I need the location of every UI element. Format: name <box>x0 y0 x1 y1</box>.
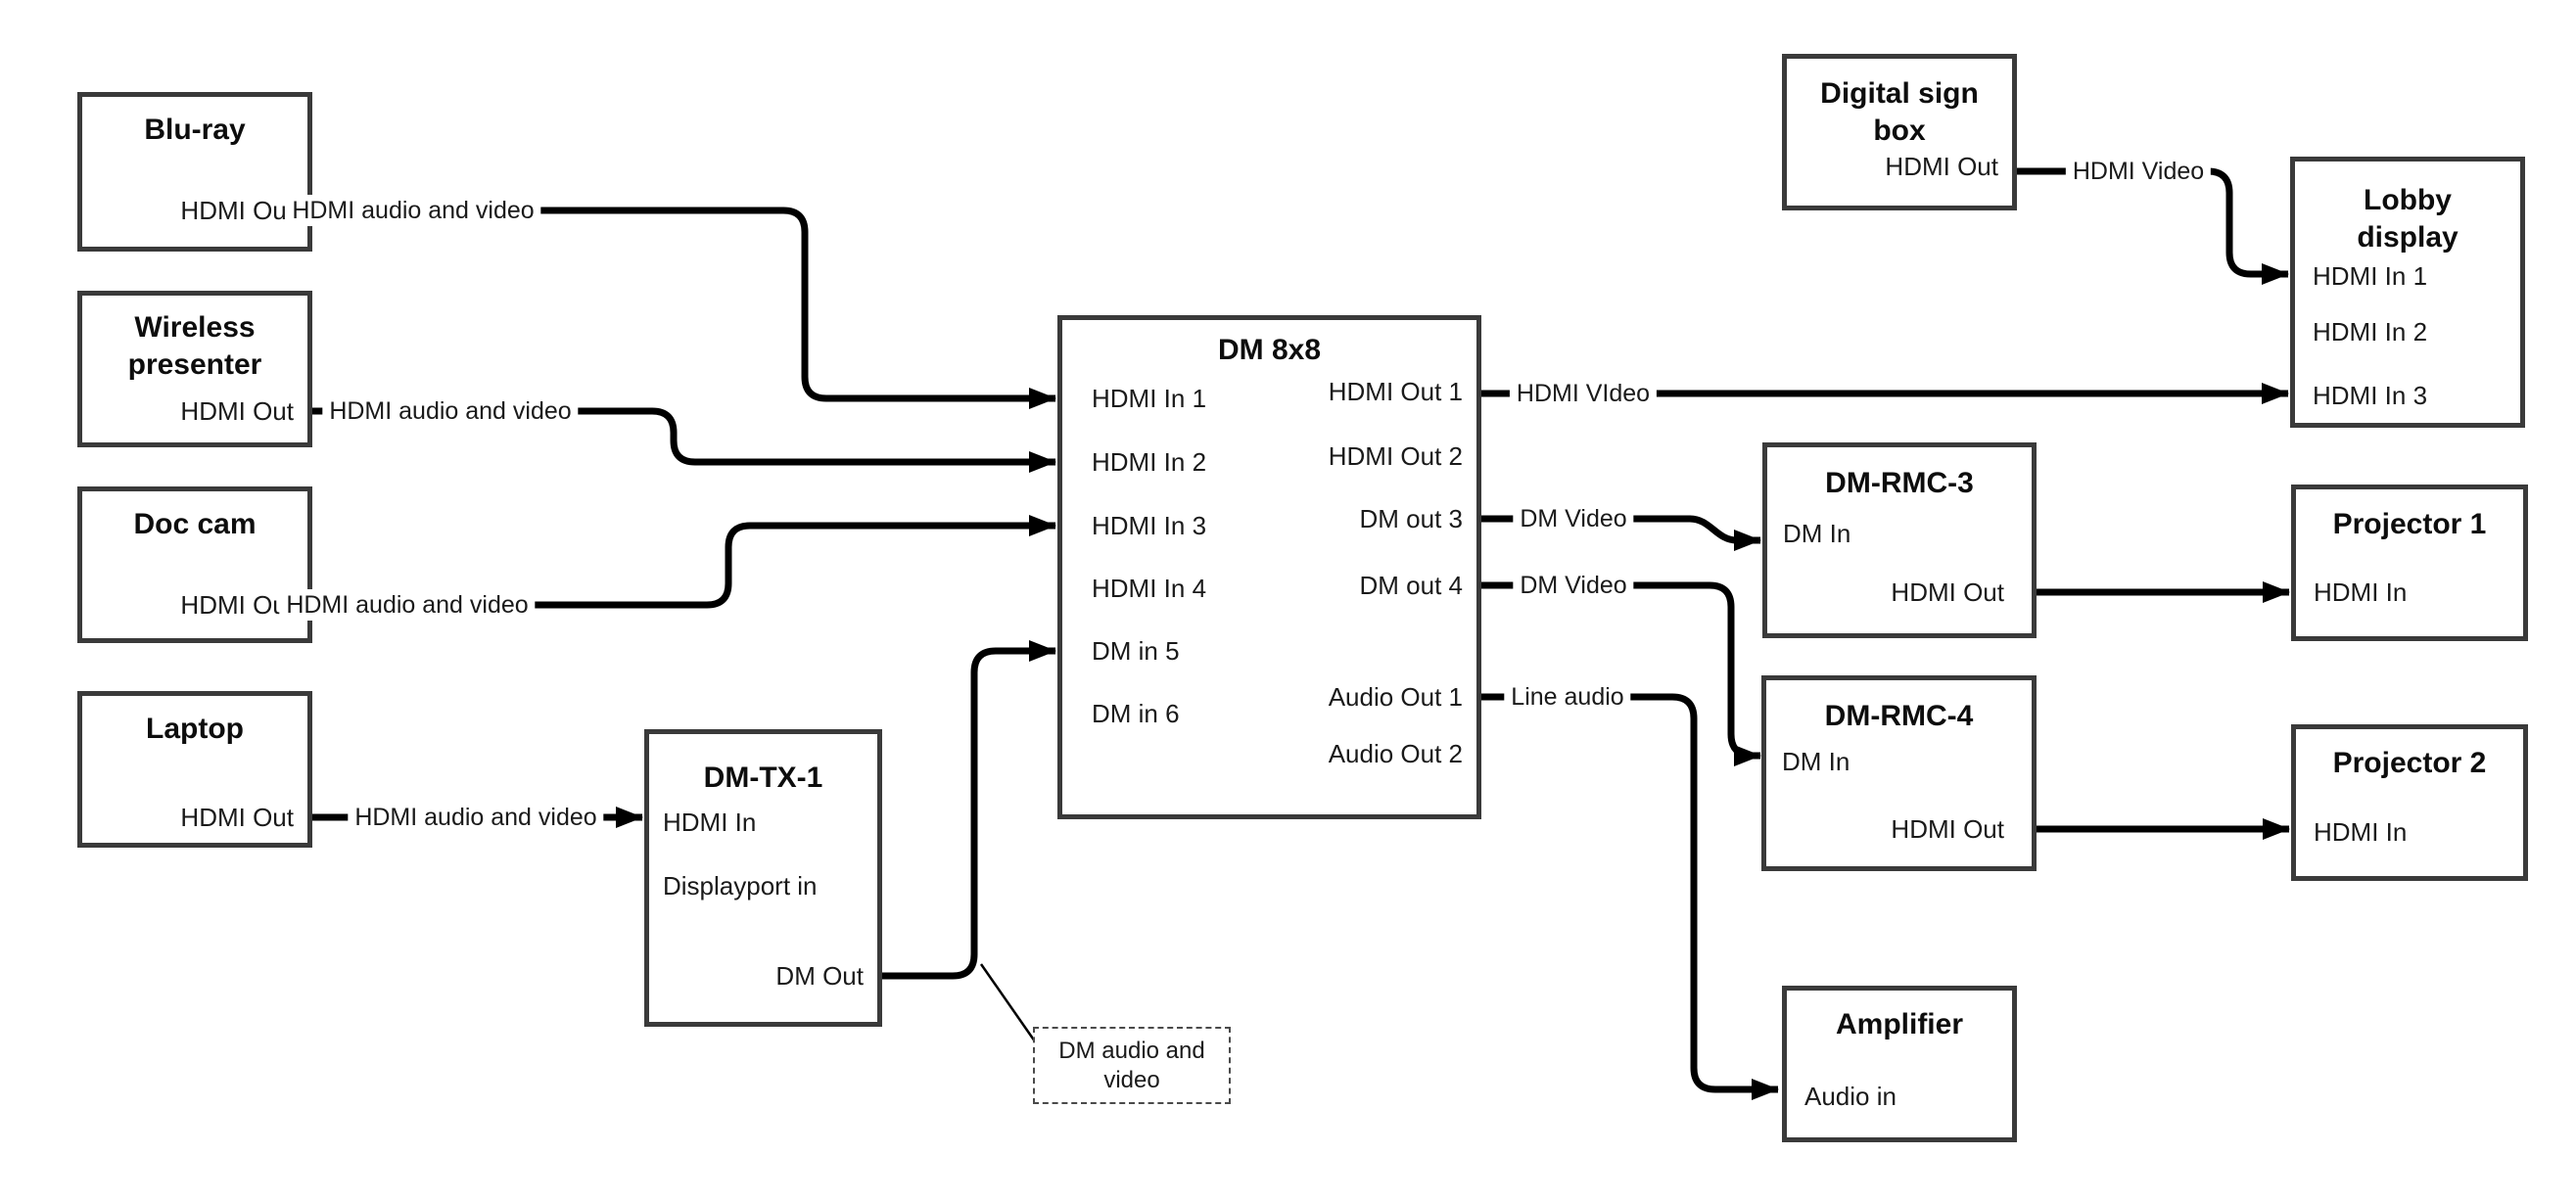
port-hdmi-in-1: HDMI In 1 <box>1092 384 1207 413</box>
port-dm-out-4: DM out 4 <box>1359 571 1464 600</box>
node-title: DM-RMC-3 <box>1825 467 1974 499</box>
note-dm-audio-and-video: DM audio and video <box>1033 1027 1231 1104</box>
port-dm-out-3: DM out 3 <box>1359 504 1464 533</box>
wire-bluray-to-hdmi-in-1 <box>312 207 1056 409</box>
port-dm-out: DM Out <box>775 961 864 991</box>
port-hdmi-out: HDMI Out <box>180 803 294 832</box>
wire-doccam-to-hdmi-in-3 <box>312 515 1056 609</box>
wire-label-wireless: HDMI audio and video <box>322 395 579 427</box>
port-hdmi-out-1: HDMI Out 1 <box>1328 377 1463 406</box>
node-dm-rmc-3: DM-RMC-3 DM In HDMI Out <box>1762 442 2037 638</box>
node-title: Doc cam <box>133 508 257 540</box>
wire-label-dm-out-3: DM Video <box>1513 503 1634 534</box>
node-wireless-presenter: Wireless presenter HDMI Out <box>77 291 312 447</box>
wire-label-doccam: HDMI audio and video <box>279 589 536 621</box>
node-dm-rmc-4: DM-RMC-4 DM In HDMI Out <box>1761 675 2037 871</box>
node-digital-sign-box: Digital sign box HDMI Out <box>1782 54 2017 210</box>
port-hdmi-out-2: HDMI Out 2 <box>1328 441 1463 471</box>
node-laptop: Laptop HDMI Out <box>77 691 312 848</box>
node-doc-cam: Doc cam HDMI Out <box>77 486 312 643</box>
node-title: DM-TX-1 <box>703 762 823 794</box>
port-hdmi-in-3: HDMI In 3 <box>2313 381 2428 410</box>
port-hdmi-in-2: HDMI In 2 <box>2313 317 2428 346</box>
port-hdmi-in: HDMI In <box>663 808 757 837</box>
port-displayport-in: Displayport in <box>663 871 818 901</box>
node-title: DM 8x8 <box>1217 334 1322 366</box>
node-title: Laptop <box>146 713 244 745</box>
port-hdmi-in: HDMI In <box>2314 577 2408 607</box>
port-hdmi-out: HDMI Out <box>1891 814 2004 844</box>
wire-label-laptop: HDMI audio and video <box>348 802 604 833</box>
port-dm-in-6: DM in 6 <box>1092 699 1180 728</box>
node-blu-ray: Blu-ray HDMI Out <box>77 92 312 252</box>
port-hdmi-in: HDMI In <box>2314 817 2408 847</box>
wire-label-hdmi-out-1: HDMI VIdeo <box>1509 378 1658 409</box>
port-hdmi-in-3: HDMI In 3 <box>1092 511 1207 540</box>
node-title: Blu-ray <box>144 114 246 146</box>
port-hdmi-in-4: HDMI In 4 <box>1092 574 1207 603</box>
node-title: Projector 1 <box>2332 508 2487 540</box>
port-audio-out-1: Audio Out 1 <box>1328 682 1463 712</box>
wire-label-dm-out-4: DM Video <box>1513 570 1634 601</box>
port-hdmi-out: HDMI Out <box>180 396 294 426</box>
port-dm-in: DM In <box>1783 519 1851 548</box>
node-title: Amplifier <box>1835 1008 1964 1040</box>
wire-label-signbox: HDMI Video <box>2065 156 2212 187</box>
node-projector-2: Projector 2 HDMI In <box>2291 724 2528 881</box>
wire-label-audio-out-1: Line audio <box>1504 681 1631 713</box>
port-dm-in: DM In <box>1782 747 1850 776</box>
port-dm-in-5: DM in 5 <box>1092 636 1180 666</box>
wire-signbox-to-lobby-in-1 <box>2017 167 2289 285</box>
port-audio-out-2: Audio Out 2 <box>1328 739 1463 768</box>
port-hdmi-in-1: HDMI In 1 <box>2313 261 2428 291</box>
node-title: Digital sign box <box>1820 77 1979 147</box>
wire-dm-out-3-to-rmc3 <box>1481 515 1761 551</box>
node-dm-8x8: DM 8x8 HDMI In 1 HDMI In 2 HDMI In 3 HDM… <box>1057 315 1481 819</box>
port-hdmi-out: HDMI Out <box>180 590 294 620</box>
note-leader-line <box>979 963 1037 1042</box>
wire-dm-out-4-to-rmc4 <box>1481 581 1761 766</box>
wire-dmtx1-to-dm-in-5 <box>882 640 1056 980</box>
node-title: DM-RMC-4 <box>1824 700 1974 732</box>
port-hdmi-out: HDMI Out <box>180 196 294 225</box>
port-hdmi-in-2: HDMI In 2 <box>1092 447 1207 477</box>
node-projector-1: Projector 1 HDMI In <box>2291 485 2528 641</box>
port-audio-in: Audio in <box>1804 1082 1897 1111</box>
node-amplifier: Amplifier Audio in <box>1782 986 2017 1142</box>
wire-label-bluray: HDMI audio and video <box>285 195 541 226</box>
node-title: Wireless presenter <box>127 311 262 381</box>
wire-audio-out-1-to-amp <box>1481 693 1779 1100</box>
node-dm-tx-1: DM-TX-1 HDMI In Displayport in DM Out <box>644 729 882 1027</box>
wire-wireless-to-hdmi-in-2 <box>312 407 1056 473</box>
port-hdmi-out: HDMI Out <box>1885 152 1998 181</box>
node-title: Lobby display <box>2357 184 2459 254</box>
node-title: Projector 2 <box>2332 747 2487 779</box>
port-hdmi-out: HDMI Out <box>1891 577 2004 607</box>
node-lobby-display: Lobby display HDMI In 1 HDMI In 2 HDMI I… <box>2290 157 2525 428</box>
